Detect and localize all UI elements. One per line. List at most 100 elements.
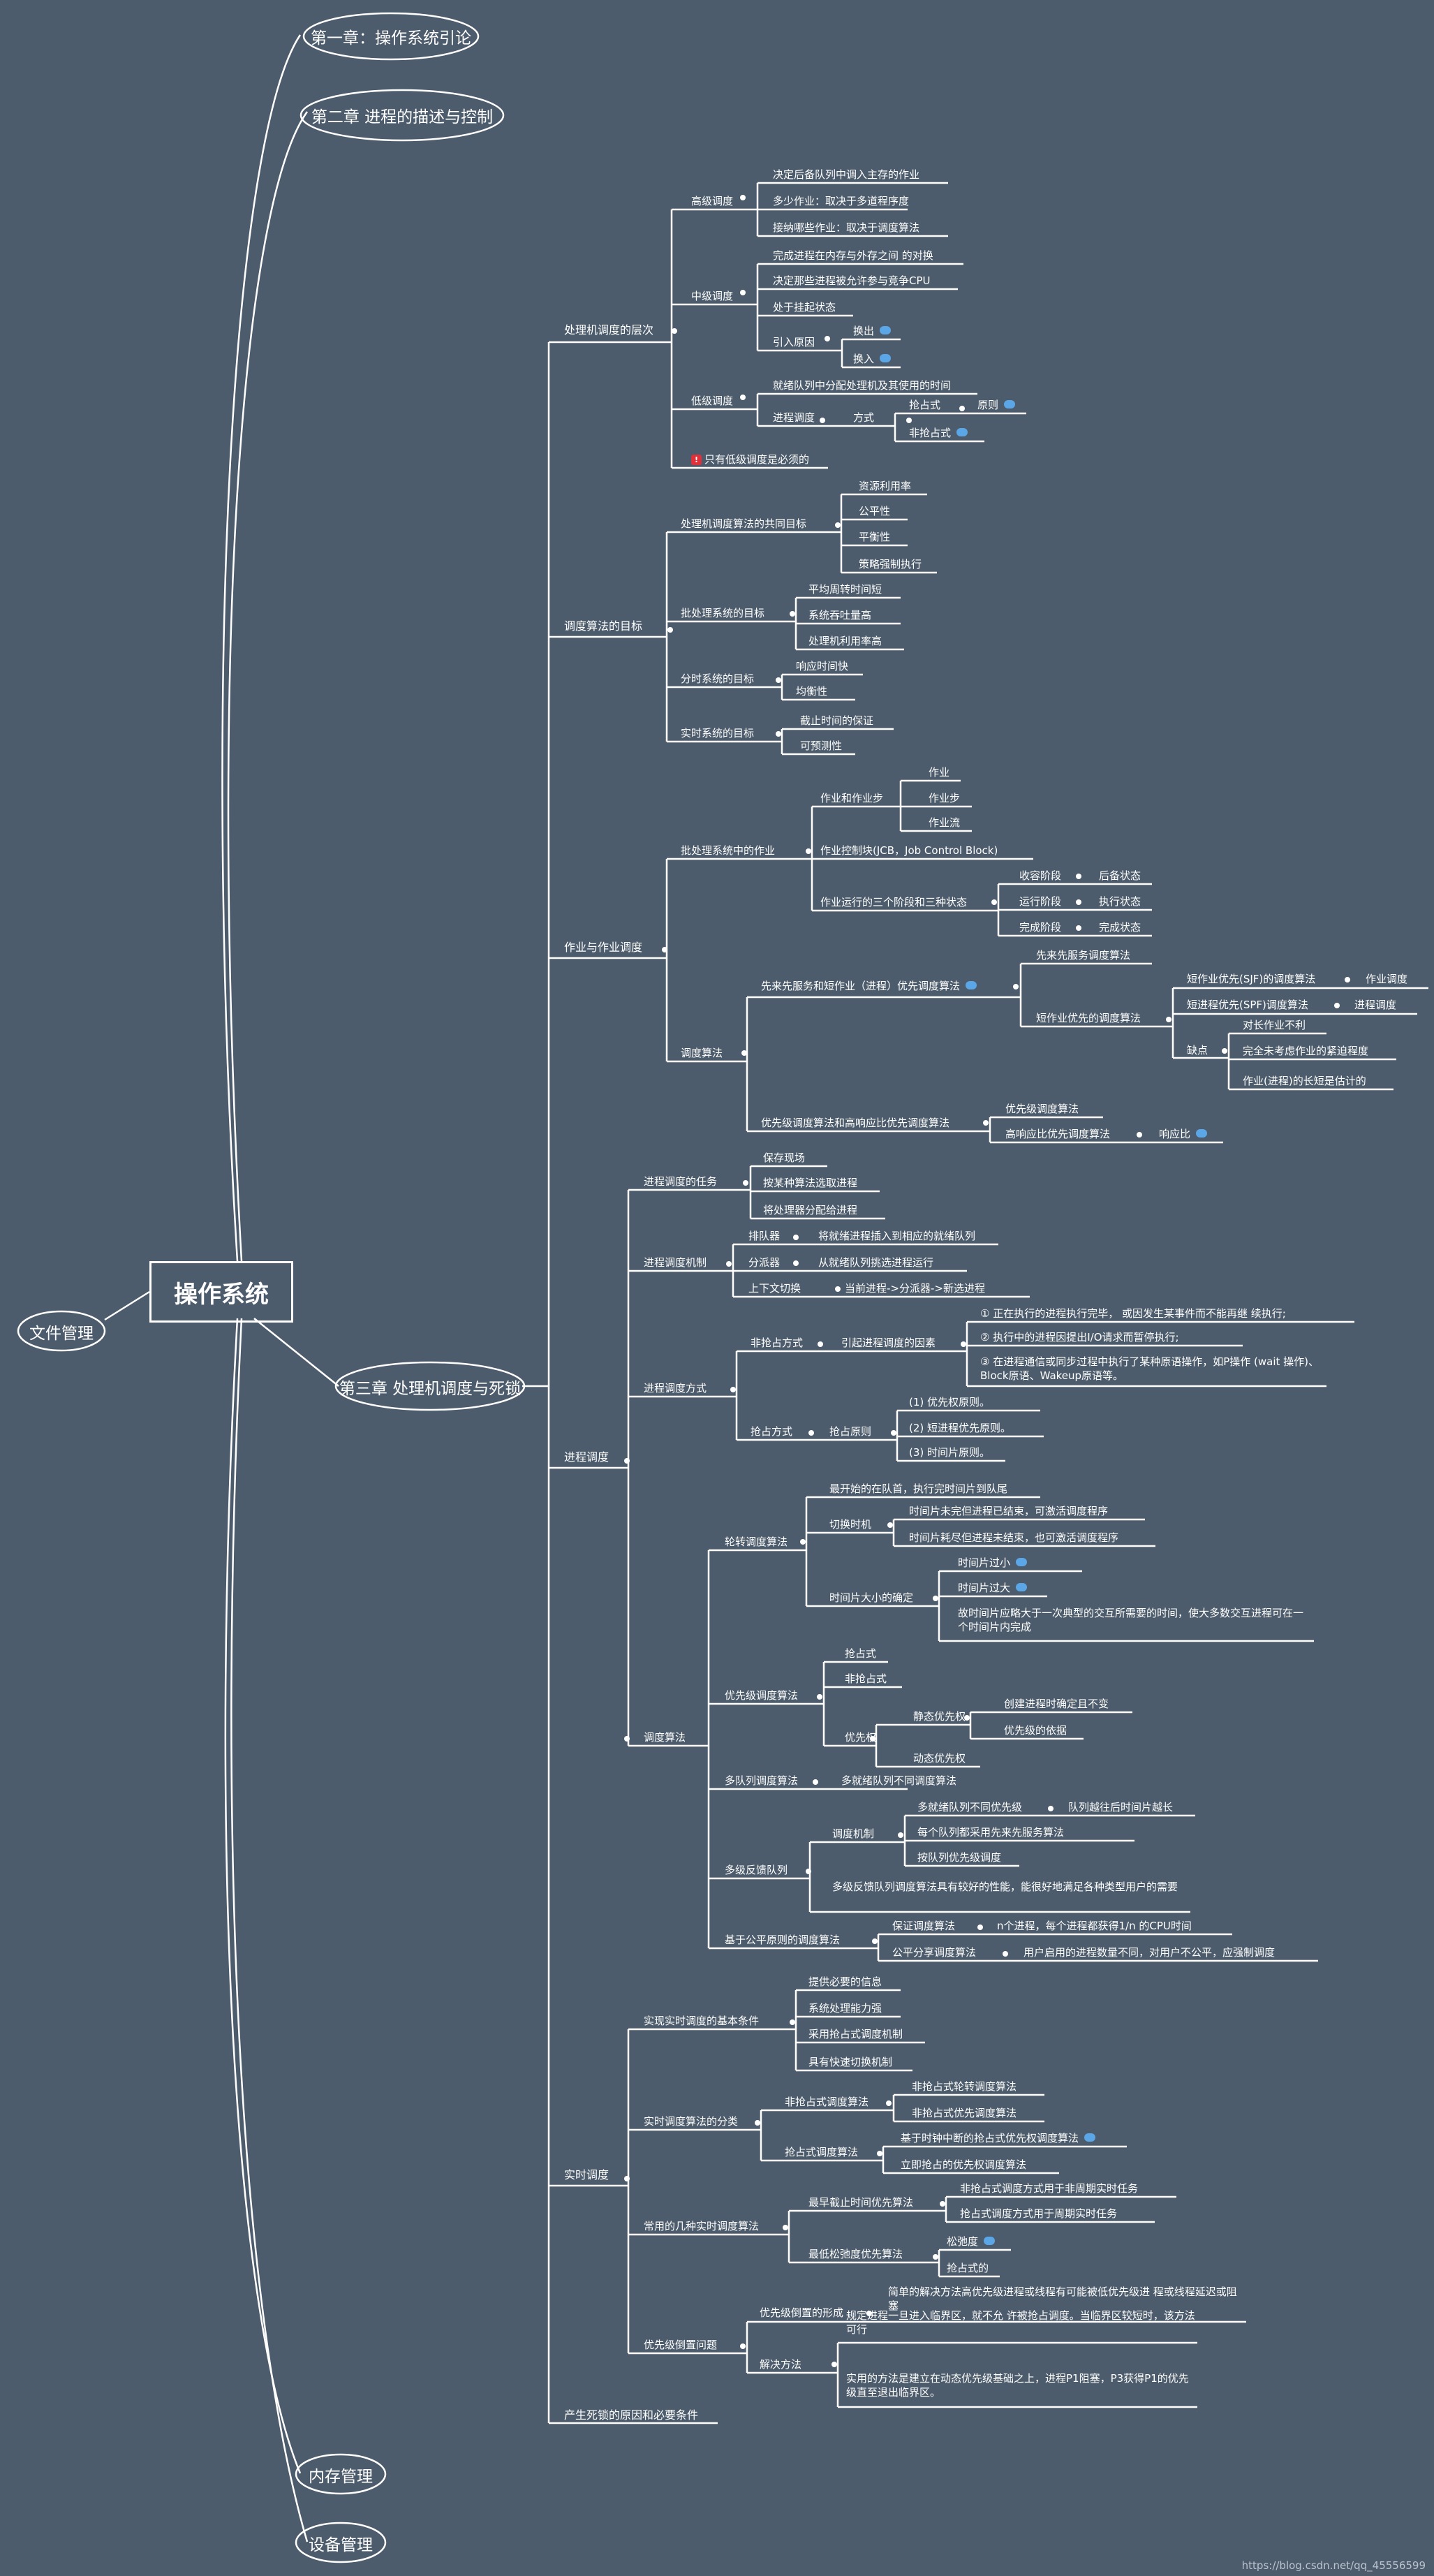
leaf-jcb[interactable]: 作业控制块(JCB，Job Control Block) [820, 844, 998, 857]
leaf-static-2[interactable]: 优先级的依据 [1004, 1724, 1067, 1737]
leaf-state-3[interactable]: 完成状态 [1099, 921, 1141, 934]
leaf-job-1[interactable]: 作业 [929, 766, 950, 779]
leaf-prio-pre[interactable]: 抢占式 [845, 1647, 877, 1660]
leaf-task-1[interactable]: 保存现场 [763, 1151, 806, 1164]
leaf-goal-common-4[interactable]: 策略强制执行 [859, 558, 922, 571]
note-icon[interactable] [1016, 1582, 1028, 1591]
node-switch[interactable]: 切换时机 [829, 1518, 872, 1531]
leaf-solve-2[interactable]: 实用的方法是建立在动态优先级基础之上，进程P1阻塞，P3获得P1的优先级直至退出… [846, 2372, 1189, 2399]
leaf-low-must[interactable]: !只有低级调度是必须的 [691, 452, 809, 466]
leaf-goal-common-1[interactable]: 资源利用率 [859, 480, 912, 492]
leaf-job-sched[interactable]: 作业调度 [1366, 973, 1408, 985]
leaf-solve-1[interactable]: 规定进程一旦进入临界区，就不允 许被抢占调度。当临界区较短时，该方法可行 [846, 2309, 1195, 2336]
node-mid-reason[interactable]: 引入原因 [773, 336, 815, 348]
node-slice[interactable]: 时间片大小的确定 [829, 1591, 914, 1604]
leaf-factor-3[interactable]: ③ 在进程通信或同步过程中执行了某种原语操作，如P操作 (wait 操作)、Bl… [980, 1355, 1320, 1383]
leaf-low-principle[interactable]: 原则 [977, 398, 1016, 412]
leaf-high-2[interactable]: 多少作业：取决于多道程序度 [773, 195, 910, 207]
chapter-2-node[interactable]: 第二章 进程的描述与控制 [311, 108, 494, 126]
node-low-method[interactable]: 方式 [853, 411, 875, 424]
leaf-task-3[interactable]: 将处理器分配给进程 [763, 1204, 858, 1216]
leaf-rt-basic-3[interactable]: 采用抢占式调度机制 [808, 2028, 903, 2040]
node-job-stages[interactable]: 作业运行的三个阶段和三种状态 [820, 896, 968, 908]
node-proc-sched[interactable]: 进程调度 [564, 1450, 609, 1464]
leaf-ratio[interactable]: 响应比 [1159, 1127, 1208, 1141]
node-job-sched[interactable]: 作业与作业调度 [564, 941, 643, 954]
node-goal-batch[interactable]: 批处理系统的目标 [681, 607, 765, 619]
memory-management-node[interactable]: 内存管理 [309, 2468, 373, 2486]
leaf-mid-3[interactable]: 处于挂起状态 [773, 301, 836, 314]
node-edf[interactable]: 最早截止时间优先算法 [808, 2196, 914, 2209]
node-nonpre[interactable]: 非抢占方式 [751, 1337, 804, 1349]
leaf-goal-batch-3[interactable]: 处理机利用率高 [808, 635, 882, 647]
note-icon[interactable] [1196, 1128, 1208, 1138]
leaf-goal-batch-2[interactable]: 系统吞吐量高 [808, 609, 872, 621]
leaf-pre-2[interactable]: (2) 短进程优先原则。 [909, 1422, 1012, 1434]
node-proc-tasks[interactable]: 进程调度的任务 [644, 1175, 718, 1188]
node-cons[interactable]: 缺点 [1187, 1044, 1208, 1057]
node-high-sched[interactable]: 高级调度 [691, 195, 734, 207]
root-node[interactable]: 操作系统 [149, 1261, 293, 1323]
leaf-edf-2[interactable]: 抢占式调度方式用于周期实时任务 [960, 2207, 1118, 2220]
leaf-rr-first[interactable]: 最开始的在队首，执行完时间片到队尾 [829, 1482, 1008, 1495]
leaf-low-1[interactable]: 就绪队列中分配处理机及其使用的时间 [773, 379, 952, 392]
leaf-rt-pre-1[interactable]: 基于时钟中断的抢占式优先权调度算法 [901, 2131, 1096, 2145]
leaf-task-2[interactable]: 按某种算法选取进程 [763, 1177, 858, 1189]
node-rr[interactable]: 轮转调度算法 [725, 1536, 788, 1548]
leaf-switch-2[interactable]: 时间片耗尽但进程未结束，也可激活调度程序 [909, 1531, 1119, 1544]
note-icon[interactable] [984, 2236, 996, 2245]
node-fair-guarantee[interactable]: 保证调度算法 [892, 1920, 956, 1932]
file-management-node[interactable]: 文件管理 [29, 1325, 94, 1343]
leaf-goal-ts-1[interactable]: 响应时间快 [796, 660, 849, 672]
leaf-mfq-2[interactable]: 每个队列都采用先来先服务算法 [917, 1826, 1065, 1839]
node-stage-3[interactable]: 完成阶段 [1019, 921, 1062, 934]
leaf-switch-1[interactable]: 时间片未完但进程已结束，可激活调度程序 [909, 1505, 1109, 1517]
leaf-ctx[interactable]: 当前进程->分派器->新选进程 [845, 1282, 985, 1295]
leaf-dispatch[interactable]: 从就绪队列挑选进程运行 [818, 1256, 934, 1269]
node-mfq-1[interactable]: 多就绪队列不同优先级 [917, 1801, 1023, 1813]
node-fair-share[interactable]: 公平分享调度算法 [892, 1946, 977, 1959]
node-sjf-job[interactable]: 短作业优先(SJF)的调度算法 [1187, 973, 1316, 985]
leaf-edf-1[interactable]: 非抢占式调度方式用于非周期实时任务 [960, 2182, 1139, 2195]
node-stage-2[interactable]: 运行阶段 [1019, 895, 1062, 908]
leaf-cons-1[interactable]: 对长作业不利 [1243, 1019, 1306, 1031]
chapter-1-node[interactable]: 第一章：操作系统引论 [311, 29, 471, 47]
note-icon[interactable] [880, 325, 892, 334]
node-prio-hrrn[interactable]: 优先级调度算法和高响应比优先调度算法 [761, 1117, 950, 1129]
node-sched-goals[interactable]: 调度算法的目标 [564, 619, 643, 633]
node-dispatch[interactable]: 分派器 [748, 1256, 781, 1269]
leaf-high-1[interactable]: 决定后备队列中调入主存的作业 [773, 168, 920, 181]
node-pre-principle[interactable]: 抢占原则 [829, 1425, 872, 1438]
leaf-form[interactable]: 简单的解决方法高优先级进程或线程有可能被低优先级进 程或线程延迟或阻塞 [888, 2286, 1237, 2313]
node-stage-1[interactable]: 收容阶段 [1019, 869, 1062, 882]
leaf-pre-3[interactable]: (3) 时间片原则。 [909, 1446, 991, 1459]
node-mfq[interactable]: 多级反馈队列 [725, 1864, 788, 1876]
node-spf[interactable]: 短进程优先(SPF)调度算法 [1187, 999, 1308, 1011]
leaf-state-1[interactable]: 后备状态 [1099, 869, 1141, 882]
leaf-goal-common-2[interactable]: 公平性 [859, 505, 891, 517]
node-goal-ts[interactable]: 分时系统的目标 [681, 672, 755, 685]
leaf-rt-basic-1[interactable]: 提供必要的信息 [808, 1975, 882, 1988]
node-low-sched[interactable]: 低级调度 [691, 395, 734, 407]
leaf-fair-guarantee[interactable]: n个进程，每个进程都获得1/n 的CPU时间 [997, 1920, 1192, 1932]
leaf-fair-share[interactable]: 用户启用的进程数量不同，对用户不公平，应强制调度 [1023, 1946, 1276, 1959]
chapter-3-node[interactable]: 第三章 处理机调度与死锁 [339, 1380, 522, 1398]
leaf-rt-nonpre-1[interactable]: 非抢占式轮转调度算法 [912, 2080, 1017, 2093]
leaf-mfq-desc[interactable]: 多级反馈队列调度算法具有较好的性能，能很好地满足各种类型用户的需要 [832, 1881, 1178, 1893]
node-job-batch[interactable]: 批处理系统中的作业 [681, 844, 776, 857]
node-low-preempt[interactable]: 抢占式 [909, 399, 941, 411]
leaf-goal-batch-1[interactable]: 平均周转时间短 [808, 583, 882, 596]
leaf-job-3[interactable]: 作业流 [929, 816, 961, 829]
leaf-slice-big[interactable]: 时间片过大 [958, 1581, 1028, 1595]
node-inversion[interactable]: 优先级倒置问题 [644, 2339, 718, 2351]
node-mq[interactable]: 多队列调度算法 [725, 1774, 799, 1787]
leaf-llf-2[interactable]: 抢占式的 [947, 2262, 989, 2274]
node-rt-common[interactable]: 常用的几种实时调度算法 [644, 2220, 760, 2232]
node-sjf[interactable]: 短作业优先的调度算法 [1036, 1012, 1141, 1024]
node-queue[interactable]: 排队器 [748, 1230, 781, 1242]
leaf-slice-small[interactable]: 时间片过小 [958, 1556, 1028, 1570]
node-fair[interactable]: 基于公平原则的调度算法 [725, 1934, 841, 1946]
node-deadlock[interactable]: 产生死锁的原因和必要条件 [564, 2408, 699, 2422]
leaf-goal-rt-1[interactable]: 截止时间的保证 [800, 714, 874, 727]
node-solve[interactable]: 解决方法 [760, 2358, 802, 2371]
